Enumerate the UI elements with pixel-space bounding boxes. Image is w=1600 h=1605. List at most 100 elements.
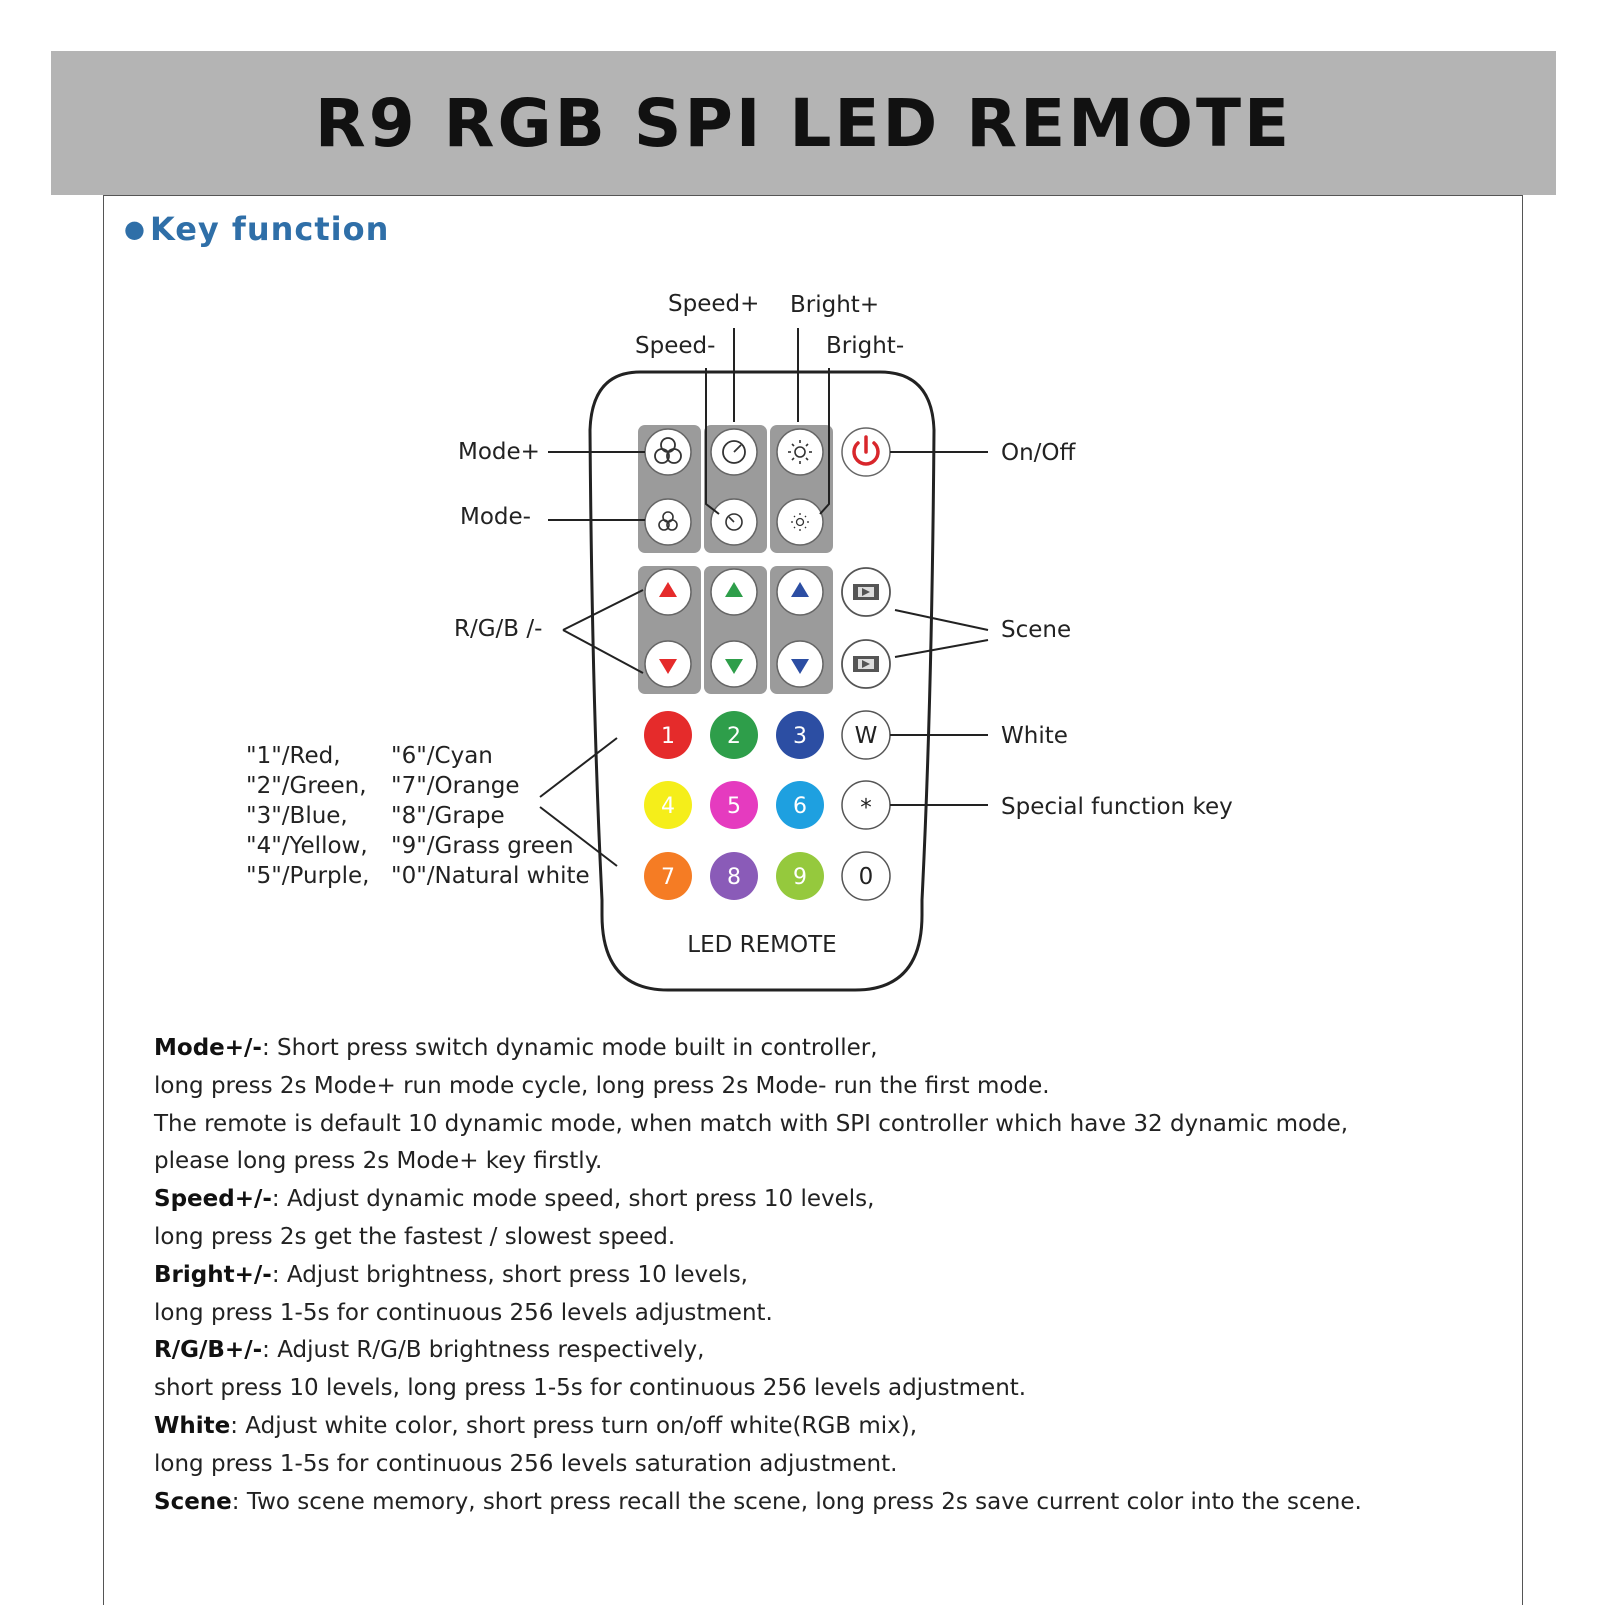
film-icon <box>853 584 879 600</box>
description-term: Bright+/- <box>154 1261 272 1288</box>
color-key-5: "5"/Purple, <box>246 863 370 889</box>
description-term: Scene <box>154 1488 232 1515</box>
number-key-3-label: 3 <box>793 724 807 749</box>
bullet-icon: ● <box>124 215 146 243</box>
number-key-5-button[interactable]: 5 <box>710 781 758 829</box>
description-line: long press 2s Mode+ run mode cycle, long… <box>154 1068 1514 1106</box>
description-text: long press 1-5s for continuous 256 level… <box>154 1450 898 1477</box>
number-key-8-button[interactable]: 8 <box>710 852 758 900</box>
number-key-1-button[interactable]: 1 <box>644 711 692 759</box>
description-text: long press 2s get the fastest / slowest … <box>154 1223 676 1250</box>
mode-plus-button[interactable] <box>644 428 692 476</box>
number-key-7-button[interactable]: 7 <box>644 852 692 900</box>
number-key-2-button[interactable]: 2 <box>710 711 758 759</box>
zero-button[interactable]: 0 <box>841 851 891 901</box>
description-text: long press 2s Mode+ run mode cycle, long… <box>154 1072 1050 1099</box>
number-key-6-button[interactable]: 6 <box>776 781 824 829</box>
color-key-0: "0"/Natural white <box>391 863 590 889</box>
red-up-button[interactable] <box>644 568 692 616</box>
arrow-up-icon <box>659 582 677 597</box>
mode-minus-button[interactable] <box>644 498 692 546</box>
description-text: : Adjust R/G/B brightness respectively, <box>262 1337 705 1364</box>
special-key-label: * <box>860 795 872 821</box>
number-key-6-label: 6 <box>793 794 807 819</box>
on-off-label: On/Off <box>1001 440 1077 466</box>
number-key-5-label: 5 <box>727 794 741 819</box>
power-button[interactable] <box>841 427 891 477</box>
sun-icon <box>791 513 809 531</box>
speed-minus-label: Speed- <box>635 333 715 359</box>
description-term: Speed+/- <box>154 1186 272 1213</box>
speedometer-icon <box>722 440 746 464</box>
color-key-8: "8"/Grape <box>391 803 505 829</box>
number-key-9-label: 9 <box>793 865 807 890</box>
page-title: R9 RGB SPI LED REMOTE <box>314 84 1293 162</box>
description-term: R/G/B+/- <box>154 1337 263 1364</box>
green-down-button[interactable] <box>710 640 758 688</box>
green-up-button[interactable] <box>710 568 758 616</box>
description-line: The remote is default 10 dynamic mode, w… <box>154 1106 1514 1144</box>
speed-plus-button[interactable] <box>710 428 758 476</box>
description-text: : Adjust white color, short press turn o… <box>230 1412 918 1439</box>
number-key-9-button[interactable]: 9 <box>776 852 824 900</box>
number-key-2-face <box>710 711 758 759</box>
description-text: long press 1-5s for continuous 256 level… <box>154 1299 773 1326</box>
red-down-button[interactable] <box>644 640 692 688</box>
mode-minus-icon <box>658 511 678 531</box>
number-key-2-label: 2 <box>727 724 741 749</box>
arrow-up-icon <box>791 582 809 597</box>
blue-up-button[interactable] <box>776 568 824 616</box>
color-key-6: "6"/Cyan <box>391 743 493 769</box>
remote-label: LED REMOTE <box>687 932 836 958</box>
speed-minus-button[interactable] <box>710 498 758 546</box>
scene-1-button[interactable] <box>841 567 891 617</box>
zero-key-label: 0 <box>859 864 874 890</box>
power-icon <box>852 435 880 466</box>
number-key-3-button[interactable]: 3 <box>776 711 824 759</box>
mode-plus-icon <box>654 437 682 464</box>
speedometer-icon <box>725 513 743 531</box>
arrow-down-icon <box>791 659 809 674</box>
description-term: White <box>154 1412 231 1439</box>
sun-icon <box>788 440 812 464</box>
description-text: : Short press switch dynamic mode built … <box>261 1035 878 1061</box>
description-text: : Two scene memory, short press recall t… <box>231 1488 1362 1515</box>
description-text: : Adjust brightness, short press 10 leve… <box>271 1261 748 1288</box>
bright-minus-label: Bright- <box>826 333 904 359</box>
speed-plus-label: Speed+ <box>668 291 759 317</box>
number-key-1-label: 1 <box>661 724 675 749</box>
color-key-2: "2"/Green, <box>246 773 367 799</box>
white-button[interactable]: W <box>841 710 891 760</box>
number-key-5-face <box>710 781 758 829</box>
arrow-down-icon <box>659 659 677 674</box>
rgb-label: R/G/B /- <box>454 616 542 642</box>
description-text: The remote is default 10 dynamic mode, w… <box>154 1110 1349 1137</box>
color-key-legend-right: "6"/Cyan "7"/Orange "8"/Grape "9"/Grass … <box>391 743 590 889</box>
title-banner: R9 RGB SPI LED REMOTE <box>51 51 1556 195</box>
white-key-label: W <box>855 723 878 749</box>
number-key-7-face <box>644 852 692 900</box>
section-title: Key function <box>149 210 390 248</box>
description-text: short press 10 levels, long press 1-5s f… <box>154 1375 1027 1402</box>
description-line: Bright+/-: Adjust brightness, short pres… <box>154 1257 1514 1295</box>
number-key-9-face <box>776 852 824 900</box>
white-label: White <box>1001 723 1068 749</box>
number-key-3-face <box>776 711 824 759</box>
number-key-6-face <box>776 781 824 829</box>
function-description: Mode+/-: Short press switch dynamic mode… <box>154 1030 1514 1521</box>
number-key-4-button[interactable]: 4 <box>644 781 692 829</box>
blue-down-button[interactable] <box>776 640 824 688</box>
description-text: : Adjust dynamic mode speed, short press… <box>271 1186 875 1213</box>
arrow-up-icon <box>725 582 743 597</box>
number-key-4-label: 4 <box>661 794 675 819</box>
description-line: R/G/B+/-: Adjust R/G/B brightness respec… <box>154 1332 1514 1370</box>
description-line: Scene: Two scene memory, short press rec… <box>154 1484 1514 1522</box>
bright-plus-label: Bright+ <box>790 292 879 318</box>
scene-2-button[interactable] <box>841 639 891 689</box>
special-function-button[interactable]: * <box>841 780 891 830</box>
bright-plus-button[interactable] <box>776 428 824 476</box>
mode-plus-label: Mode+ <box>458 439 540 465</box>
description-line: long press 1-5s for continuous 256 level… <box>154 1295 1514 1333</box>
bright-minus-button[interactable] <box>776 498 824 546</box>
